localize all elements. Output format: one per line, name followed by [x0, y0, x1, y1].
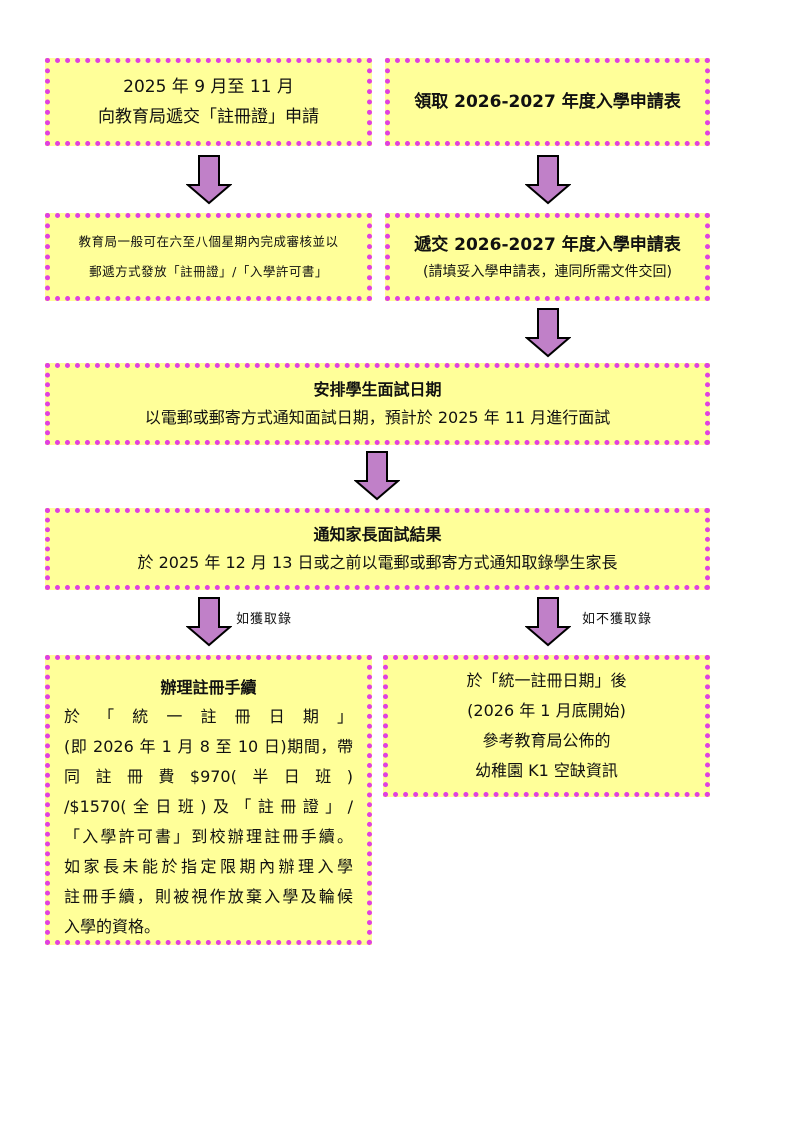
step2-left-line2: 郵遞方式發放「註冊證」/「入學許可書」	[89, 264, 328, 279]
step3-line1: 以電郵或郵寄方式通知面試日期，預計於 2025 年 11 月進行面試	[144, 408, 611, 427]
step4-title: 通知家長面試結果	[313, 525, 442, 544]
step3-box: 安排學生面試日期 以電郵或郵寄方式通知面試日期，預計於 2025 年 11 月進…	[45, 363, 710, 445]
step3-title: 安排學生面試日期	[313, 380, 442, 399]
down-arrow-icon	[186, 597, 232, 647]
admitted-line: 「入學許可書」到校辦理註冊手續。	[64, 827, 353, 846]
step1-right-box: 領取 2026-2027 年度入學申請表	[385, 58, 710, 146]
branch-label-admitted: 如獲取錄	[236, 612, 293, 627]
admitted-line: 於「統一註冊日期」	[64, 707, 353, 726]
down-arrow-icon	[354, 451, 400, 501]
step2-right-line1: 遞交 2026-2027 年度入學申請表	[414, 235, 681, 255]
admitted-line: 同註冊費$970(半日班)	[64, 767, 353, 786]
admitted-line: 註冊手續，則被視作放棄入學及輪候	[64, 887, 353, 906]
branch-label-not-admitted: 如不獲取錄	[582, 612, 653, 627]
admitted-line: 入學的資格。	[64, 917, 161, 936]
admitted-line: /$1570(全日班)及「註冊證」/	[64, 797, 353, 816]
down-arrow-icon	[525, 155, 571, 205]
admitted-title: 辦理註冊手續	[160, 678, 257, 697]
step1-left-line1: 2025 年 9 月至 11 月	[123, 77, 294, 97]
not-admitted-line1: 於「統一註冊日期」後	[466, 671, 627, 690]
step2-left-box: 教育局一般可在六至八個星期內完成審核並以 郵遞方式發放「註冊證」/「入學許可書」	[45, 213, 372, 301]
admitted-box: 辦理註冊手續 於「統一註冊日期」 (即 2026 年 1 月 8 至 10 日)…	[45, 655, 372, 945]
admitted-line: 如家長未能於指定限期內辦理入學	[64, 857, 353, 876]
not-admitted-line2: (2026 年 1 月底開始)	[467, 701, 626, 720]
not-admitted-line3: 參考教育局公佈的	[482, 731, 611, 750]
not-admitted-box: 於「統一註冊日期」後 (2026 年 1 月底開始) 參考教育局公佈的 幼稚園 …	[383, 655, 710, 797]
down-arrow-icon	[186, 155, 232, 205]
step1-right-line1: 領取 2026-2027 年度入學申請表	[414, 92, 681, 112]
down-arrow-icon	[525, 308, 571, 358]
step4-box: 通知家長面試結果 於 2025 年 12 月 13 日或之前以電郵或郵寄方式通知…	[45, 508, 710, 590]
step1-left-line2: 向教育局遞交「註冊證」申請	[98, 107, 319, 127]
step2-right-box: 遞交 2026-2027 年度入學申請表 (請填妥入學申請表，連同所需文件交回)	[385, 213, 710, 301]
step4-line1: 於 2025 年 12 月 13 日或之前以電郵或郵寄方式通知取錄學生家長	[137, 553, 618, 572]
admitted-line: (即 2026 年 1 月 8 至 10 日)期間，帶	[64, 737, 353, 756]
step2-left-line1: 教育局一般可在六至八個星期內完成審核並以	[78, 234, 339, 249]
step1-left-box: 2025 年 9 月至 11 月 向教育局遞交「註冊證」申請	[45, 58, 372, 146]
not-admitted-line4: 幼稚園 K1 空缺資訊	[475, 761, 618, 780]
step2-right-line2: (請填妥入學申請表，連同所需文件交回)	[423, 264, 672, 280]
down-arrow-icon	[525, 597, 571, 647]
